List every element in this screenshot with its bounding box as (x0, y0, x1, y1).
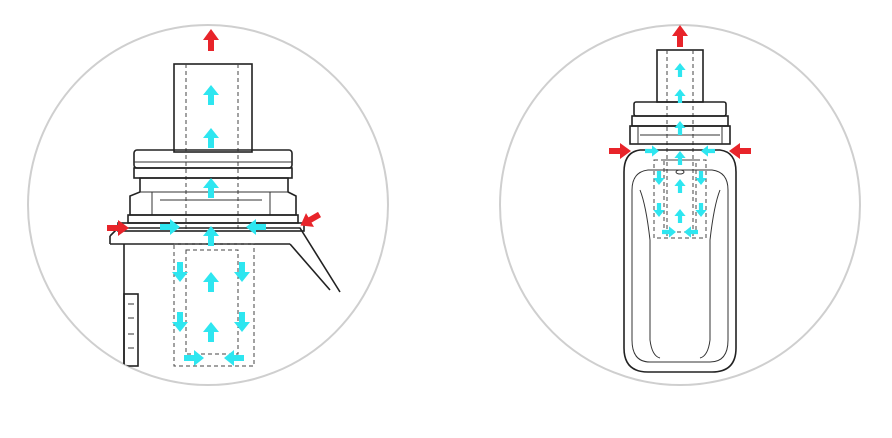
down-arrow-icon (653, 171, 665, 185)
left-frame-circle (27, 24, 389, 386)
up-arrow-icon (203, 272, 219, 292)
left-arrow-icon (701, 145, 715, 157)
up-arrow-icon (674, 121, 686, 135)
down-arrow-icon (695, 203, 707, 217)
down-arrow-icon (695, 171, 707, 185)
left-panel (27, 24, 389, 386)
right-arrow-icon (662, 226, 676, 238)
left-arrow-icon (246, 219, 266, 235)
up-arrow-icon (203, 85, 219, 105)
up-arrow-icon (674, 151, 686, 165)
up-arrow-icon (674, 209, 686, 223)
left-arrow-icon (224, 350, 244, 366)
up-arrow-icon (674, 179, 686, 193)
right-arrow-icon (160, 219, 180, 235)
down-arrow-icon (234, 312, 250, 332)
right-arrow-icon (184, 350, 204, 366)
left-drawing (109, 63, 341, 380)
up-arrow-icon (672, 25, 688, 47)
left-arrow-icon (300, 211, 322, 227)
down-arrow-icon (653, 203, 665, 217)
right-panel (499, 24, 861, 386)
up-arrow-icon (203, 178, 219, 198)
up-arrow-icon (674, 89, 686, 103)
up-arrow-icon (674, 63, 686, 77)
right-arrow-icon (645, 145, 659, 157)
up-arrow-icon (203, 128, 219, 148)
up-arrow-icon (203, 29, 219, 51)
right-frame-circle (499, 24, 861, 386)
down-arrow-icon (234, 262, 250, 282)
up-arrow-icon (203, 226, 219, 246)
up-arrow-icon (203, 322, 219, 342)
